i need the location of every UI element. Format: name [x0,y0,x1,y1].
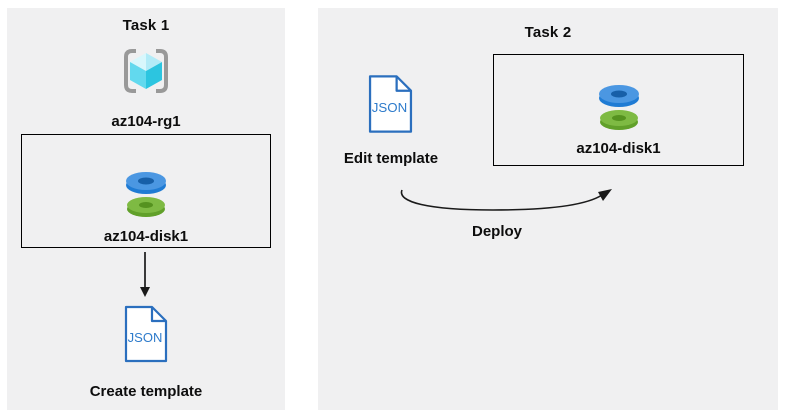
arrow-down-icon [139,252,151,298]
right-bracket-icon [156,49,168,93]
task2-file-caption: Edit template [343,150,439,167]
curved-arrow-stem [400,189,603,211]
resource-group-icon [122,47,170,95]
task1-caption: Create template [89,383,203,400]
left-bracket-icon [124,49,136,93]
json-file-icon: JSON [368,74,413,134]
task1-panel: Task 1 az104-rg1 [7,8,285,410]
arrow-down-head [140,287,150,297]
blue-disk-hole [611,90,627,98]
green-disk-hole [612,115,626,121]
task1-title: Task 1 [122,17,170,34]
managed-disk-icon [122,168,170,220]
deploy-label: Deploy [471,223,522,240]
json-file-icon: JSON [124,305,168,363]
task2-disk-box: az104-disk1 [493,54,744,166]
json-file-text: JSON [128,330,163,345]
green-disk-hole [139,202,153,208]
file-fold-corner [395,76,411,92]
cube-top-left-face [130,53,146,71]
managed-disk-icon [595,81,643,133]
blue-disk-hole [138,177,154,185]
task2-title: Task 2 [524,24,572,41]
file-fold-corner [150,307,166,323]
cube-left-face [130,62,146,89]
task1-disk-box: az104-disk1 [21,134,271,248]
json-file-text: JSON [372,100,407,115]
resource-group-label: az104-rg1 [111,113,181,130]
cube-top-right-face [146,53,162,71]
task1-disk-label: az104-disk1 [103,228,189,245]
task2-panel: Task 2 JSON Edit template [318,8,778,410]
curved-arrow-head [598,189,612,201]
cube-right-face [146,62,162,89]
curved-arrow-icon [396,186,618,218]
task2-disk-label: az104-disk1 [576,140,661,157]
